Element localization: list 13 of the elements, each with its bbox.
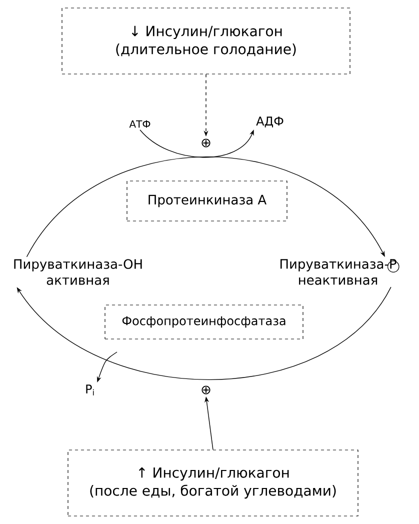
arrow — [140, 130, 254, 158]
enzyme-box: Фосфопротеинфосфатаза — [104, 304, 304, 340]
label-text: Пируваткиназа-OH активная — [14, 259, 142, 285]
arrow — [26, 156, 385, 258]
enzyme-box: Протеинкиназа А — [126, 180, 288, 222]
label-text: АТФ — [129, 120, 150, 128]
label-text: АДФ — [256, 116, 284, 128]
activation-sign: ⊕ — [202, 386, 210, 394]
condition-box: ↓ Инсулин/глюкагон (длительное голодание) — [62, 8, 350, 74]
activation-sign: ⊕ — [202, 138, 210, 148]
label-text: P$_{i}$ — [86, 384, 94, 396]
arrow — [16, 286, 392, 380]
condition-box: ↑ Инсулин/глюкагон (после еды, богатой углеводами) — [68, 450, 358, 516]
